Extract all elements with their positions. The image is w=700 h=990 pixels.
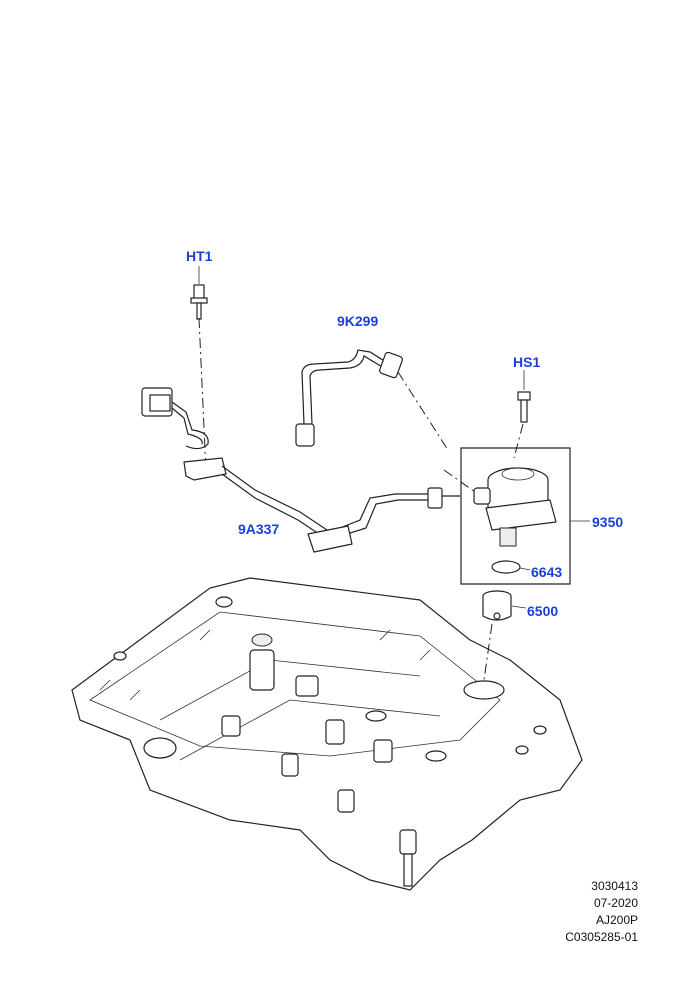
engine-code: AJ200P [595,913,638,927]
cylinder-head [71,577,583,891]
callout-9a337[interactable]: 9A337 [238,521,280,537]
fuel-tube-9k299[interactable] [295,349,403,447]
callout-9k299[interactable]: 9K299 [337,313,379,329]
o-ring-6643[interactable] [491,560,521,574]
revision-date: 07-2020 [593,896,638,910]
illustration-id: C0305285-01 [565,930,638,944]
9k299-leader [397,371,449,451]
bolt-hs1[interactable] [517,391,531,423]
callout-9350[interactable]: 9350 [592,514,624,530]
fuel-pump-9350[interactable] [473,467,557,547]
wiring-harness-9a337[interactable] [141,387,460,553]
callout-6500[interactable]: 6500 [527,603,559,619]
callout-hs1[interactable]: HS1 [513,354,541,370]
group-box-9350 [460,447,571,585]
bolt-ht1[interactable] [190,284,208,320]
callout-6643[interactable]: 6643 [531,564,563,580]
drawing-reference-block: 3030413 07-2020 AJ200P C0305285-01 [565,878,638,946]
callout-ht1[interactable]: HT1 [186,248,213,264]
reference-number: 3030413 [591,879,638,893]
tappet-6500[interactable] [482,590,512,621]
